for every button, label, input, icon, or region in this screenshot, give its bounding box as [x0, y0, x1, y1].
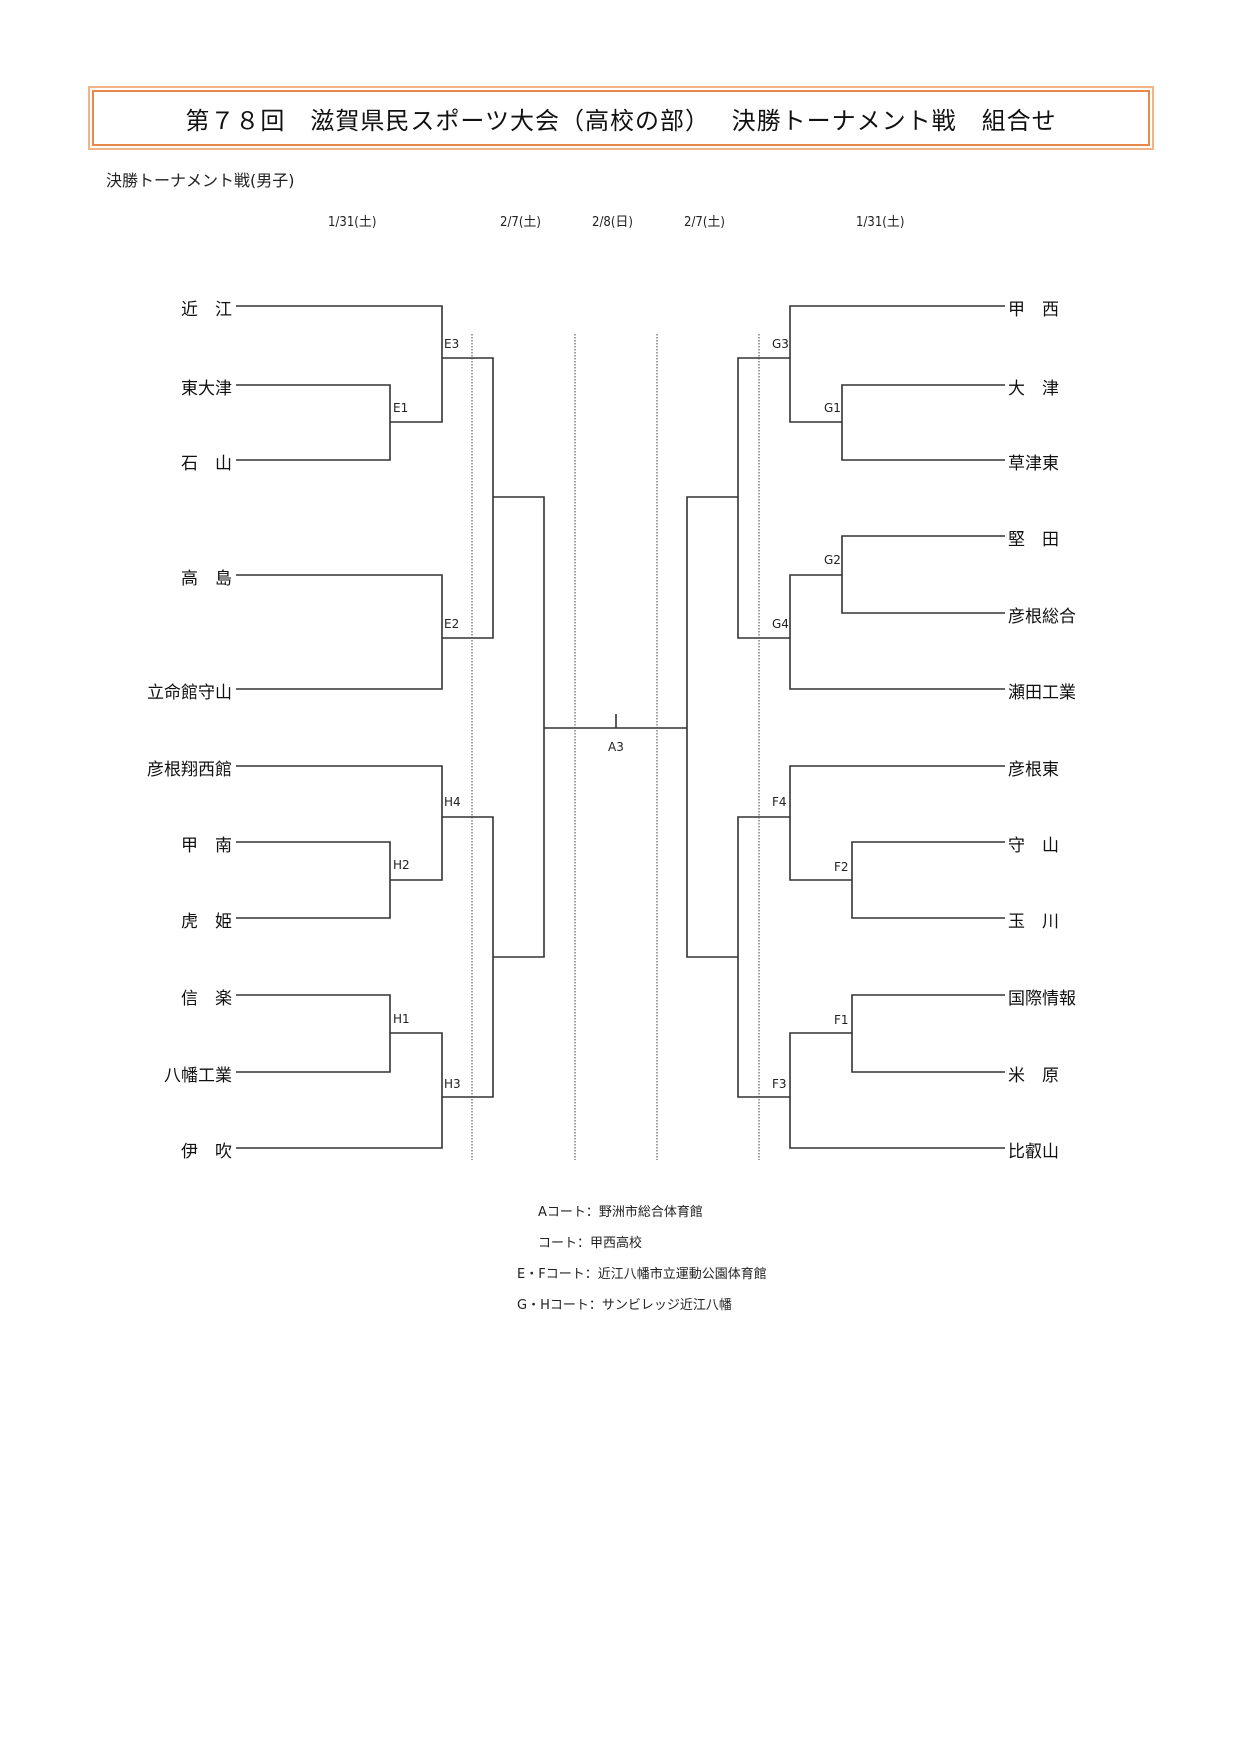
match-label-g4: G4	[772, 617, 789, 631]
bracket-line-f3	[789, 1032, 1005, 1149]
team-left: 伊 吹	[181, 1142, 232, 1162]
bracket-line-g2	[841, 535, 1005, 614]
date-final: 2/8(日)	[592, 215, 633, 230]
team-left: 近 江	[181, 300, 232, 320]
team-left: 信 楽	[181, 989, 232, 1009]
match-label-h2: H2	[393, 858, 410, 872]
team-right: 彦根総合	[1008, 607, 1076, 627]
bracket-line-h4-top	[236, 765, 443, 881]
bracket-line-g3	[789, 305, 1005, 423]
team-right: 玉 川	[1008, 912, 1059, 932]
team-right: 草津東	[1008, 454, 1059, 474]
bracket-line-f1	[851, 994, 1005, 1073]
bracket-line-h-semi	[442, 816, 494, 1098]
team-right: 守 山	[1008, 836, 1059, 856]
bracket-line-left-semi	[493, 496, 545, 958]
team-left: 虎 姫	[181, 912, 232, 932]
match-label-e1: E1	[393, 401, 409, 415]
team-left: 石 山	[181, 454, 232, 474]
team-left: 東大津	[181, 379, 232, 399]
match-label-f3: F3	[772, 1077, 787, 1091]
bracket-line-h1	[236, 994, 391, 1073]
match-label-e2: E2	[444, 617, 460, 631]
team-right: 大 津	[1008, 379, 1059, 399]
team-right: 国際情報	[1008, 989, 1076, 1009]
bracket-line-right-semi	[686, 496, 738, 958]
bracket-line-f2	[851, 841, 1005, 919]
team-right: 彦根東	[1008, 760, 1059, 780]
team-right: 瀬田工業	[1008, 683, 1076, 703]
venue-note: E・Fコート：近江八幡市立運動公園体育館	[517, 1267, 767, 1282]
bracket-line-g-semi	[737, 357, 790, 639]
bracket-line-f4	[789, 765, 1005, 881]
match-label-g2: G2	[824, 553, 841, 567]
bracket-line-h3	[236, 1032, 443, 1149]
page-title: 第７８回 滋賀県民スポーツ大会（高校の部） 決勝トーナメント戦 組合せ	[185, 106, 1057, 135]
match-label-e3: E3	[444, 337, 460, 351]
team-right: 米 原	[1008, 1066, 1059, 1086]
date-left-round1: 1/31(土)	[328, 215, 377, 230]
match-label-h3: H3	[444, 1077, 461, 1091]
match-label-f4: F4	[772, 795, 787, 809]
bracket-line-e-semi	[442, 357, 494, 639]
team-right: 比叡山	[1008, 1142, 1059, 1162]
bracket-line-e1	[236, 384, 391, 461]
team-right: 堅 田	[1008, 530, 1059, 550]
team-left: 立命館守山	[147, 683, 232, 703]
date-left-semifinal: 2/7(土)	[500, 215, 541, 230]
match-label-g3: G3	[772, 337, 789, 351]
venue-note: G・Hコート：サンビレッジ近江八幡	[517, 1298, 732, 1313]
team-left: 甲 南	[181, 836, 232, 856]
match-label-h4: H4	[444, 795, 461, 809]
bracket-line-h2	[236, 841, 391, 919]
title-box: 第７８回 滋賀県民スポーツ大会（高校の部） 決勝トーナメント戦 組合せ	[92, 90, 1150, 146]
venue-note: Aコート：野洲市総合体育館	[538, 1205, 703, 1220]
team-left: 高 島	[181, 569, 232, 589]
match-label-h1: H1	[393, 1012, 410, 1026]
match-label-f2: F2	[834, 860, 849, 874]
date-right-semifinal: 2/7(土)	[684, 215, 725, 230]
team-left: 八幡工業	[164, 1066, 232, 1086]
bracket-line-g4	[789, 574, 1005, 690]
match-label-f1: F1	[834, 1013, 849, 1027]
date-right-round1: 1/31(土)	[856, 215, 905, 230]
bracket-line-e3-top	[236, 305, 443, 423]
venue-note: コート：甲西高校	[538, 1236, 643, 1251]
bracket-line-g1	[841, 384, 1005, 461]
team-left: 彦根翔西館	[147, 760, 232, 780]
match-label-a3: A3	[608, 740, 624, 754]
bracket-line-f-semi	[737, 816, 790, 1098]
bracket-line-e2	[236, 574, 443, 690]
team-right: 甲 西	[1008, 300, 1059, 320]
section-subtitle: 決勝トーナメント戦(男子)	[106, 171, 295, 190]
match-label-g1: G1	[824, 401, 841, 415]
